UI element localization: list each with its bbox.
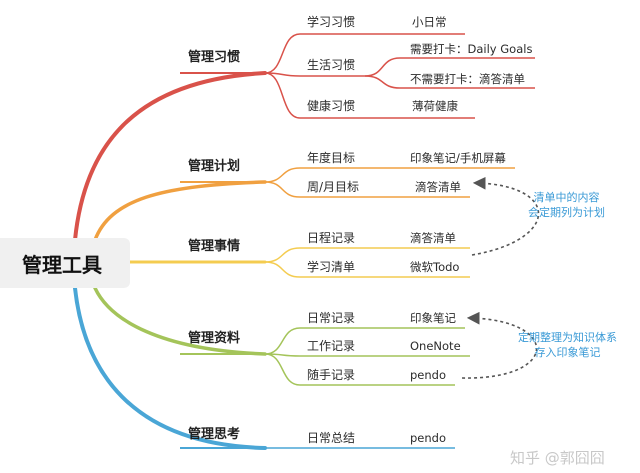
leaf-tool: 需要打卡：Daily Goals	[410, 42, 533, 56]
leaf-tool: pendo	[410, 368, 446, 382]
annotation-line: 定期整理为知识体系	[518, 331, 617, 344]
category-materials: 管理资料	[188, 331, 241, 346]
leaf-tool: 薄荷健康	[412, 99, 458, 113]
annotation-list-to-plan: 清单中的内容 会定期列为计划	[528, 190, 605, 220]
subtopic-life-habit: 生活习惯	[307, 58, 356, 72]
annotation-line: 会定期列为计划	[528, 206, 605, 219]
category-plans: 管理计划	[188, 159, 241, 174]
leaf-tool: 滴答清单	[415, 180, 461, 194]
leaf-tool: 印象笔记	[410, 311, 456, 325]
leaf-tool: pendo	[410, 431, 446, 445]
annotation-archive-to-notes: 定期整理为知识体系 存入印象笔记	[518, 330, 617, 360]
subtopic-schedule-record: 日程记录	[307, 231, 356, 245]
subtopic-study-habit: 学习习惯	[307, 15, 356, 29]
category-tasks: 管理事情	[188, 239, 241, 254]
subtopic-health-habit: 健康习惯	[307, 99, 356, 113]
subtopic-study-list: 学习清单	[307, 260, 356, 274]
category-habits: 管理习惯	[188, 50, 241, 65]
subtopic-week-month-goal: 周/月目标	[307, 180, 360, 194]
note-arrow-materials	[461, 311, 538, 379]
leaf-tool: 不需要打卡：滴答清单	[410, 72, 525, 86]
trunk-thinking	[73, 286, 267, 450]
root-label: 管理工具	[22, 252, 102, 277]
subtopic-quick-record: 随手记录	[307, 368, 356, 382]
subtopic-daily-record: 日常记录	[307, 311, 356, 325]
subtopic-annual-goal: 年度目标	[307, 151, 356, 165]
watermark: 知乎 @郭囧囧	[510, 449, 605, 467]
leaf-tool: 小日常	[412, 15, 447, 29]
annotation-line: 存入印象笔记	[534, 346, 601, 359]
subtopic-daily-summary: 日常总结	[307, 431, 356, 445]
root-node: 管理工具	[0, 238, 130, 288]
leaf-tool: 滴答清单	[410, 231, 456, 245]
leaf-tool: 印象笔记/手机屏幕	[410, 151, 506, 165]
trunk-materials	[93, 286, 267, 356]
leaf-tool: OneNote	[410, 339, 461, 353]
trunk-plans	[93, 180, 267, 242]
category-thinking: 管理思考	[188, 427, 241, 442]
trunk-habits	[73, 71, 267, 242]
subtopic-work-record: 工作记录	[307, 339, 356, 353]
leaf-tool: 微软Todo	[410, 260, 460, 274]
annotation-line: 清单中的内容	[533, 191, 600, 204]
